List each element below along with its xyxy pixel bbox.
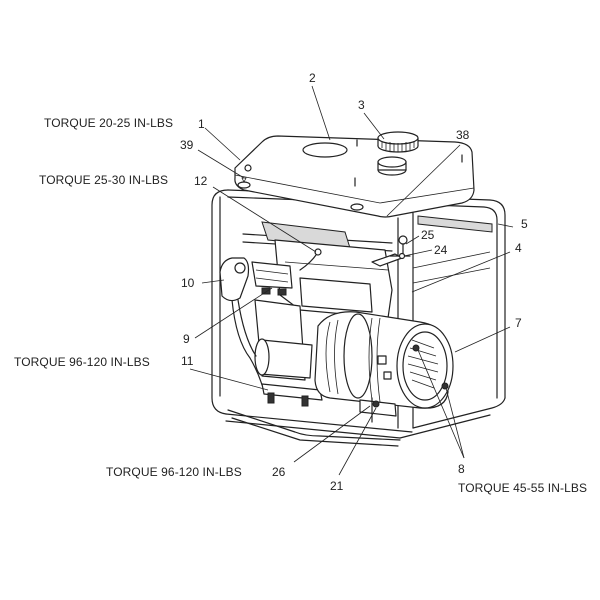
callout-7: 7 xyxy=(515,316,522,330)
alternator xyxy=(314,311,454,423)
callout-38: 38 xyxy=(456,128,470,142)
callout-21: 21 xyxy=(330,479,344,493)
carburetor-assembly xyxy=(219,235,411,302)
fuel-cap xyxy=(377,131,419,153)
torque-note-tank-bolts: TORQUE 20-25 IN-LBS xyxy=(44,116,174,130)
callout-2: 2 xyxy=(309,71,316,85)
callout-25: 25 xyxy=(421,228,435,242)
callout-5: 5 xyxy=(521,217,528,231)
fuel-tank xyxy=(234,135,475,218)
callout-4: 4 xyxy=(515,241,522,255)
torque-note-carburetor: TORQUE 25-30 IN-LBS xyxy=(39,173,169,187)
callout-10: 10 xyxy=(181,276,195,290)
torque-note-engine-mount: TORQUE 96-120 IN-LBS xyxy=(14,355,150,369)
callout-26: 26 xyxy=(272,465,286,479)
callout-24: 24 xyxy=(434,243,448,257)
torque-note-frame-mount: TORQUE 96-120 IN-LBS xyxy=(106,465,242,479)
callout-39: 39 xyxy=(180,138,194,152)
callout-1: 1 xyxy=(198,117,205,131)
callout-8: 8 xyxy=(458,462,465,476)
torque-note-alternator: TORQUE 45-55 IN-LBS xyxy=(458,481,588,495)
callout-11: 11 xyxy=(181,354,194,368)
engine xyxy=(231,221,393,407)
callout-12: 12 xyxy=(194,174,208,188)
callout-3: 3 xyxy=(358,98,365,112)
frame xyxy=(211,189,506,447)
callout-9: 9 xyxy=(183,332,190,346)
leader-lines xyxy=(189,85,514,476)
